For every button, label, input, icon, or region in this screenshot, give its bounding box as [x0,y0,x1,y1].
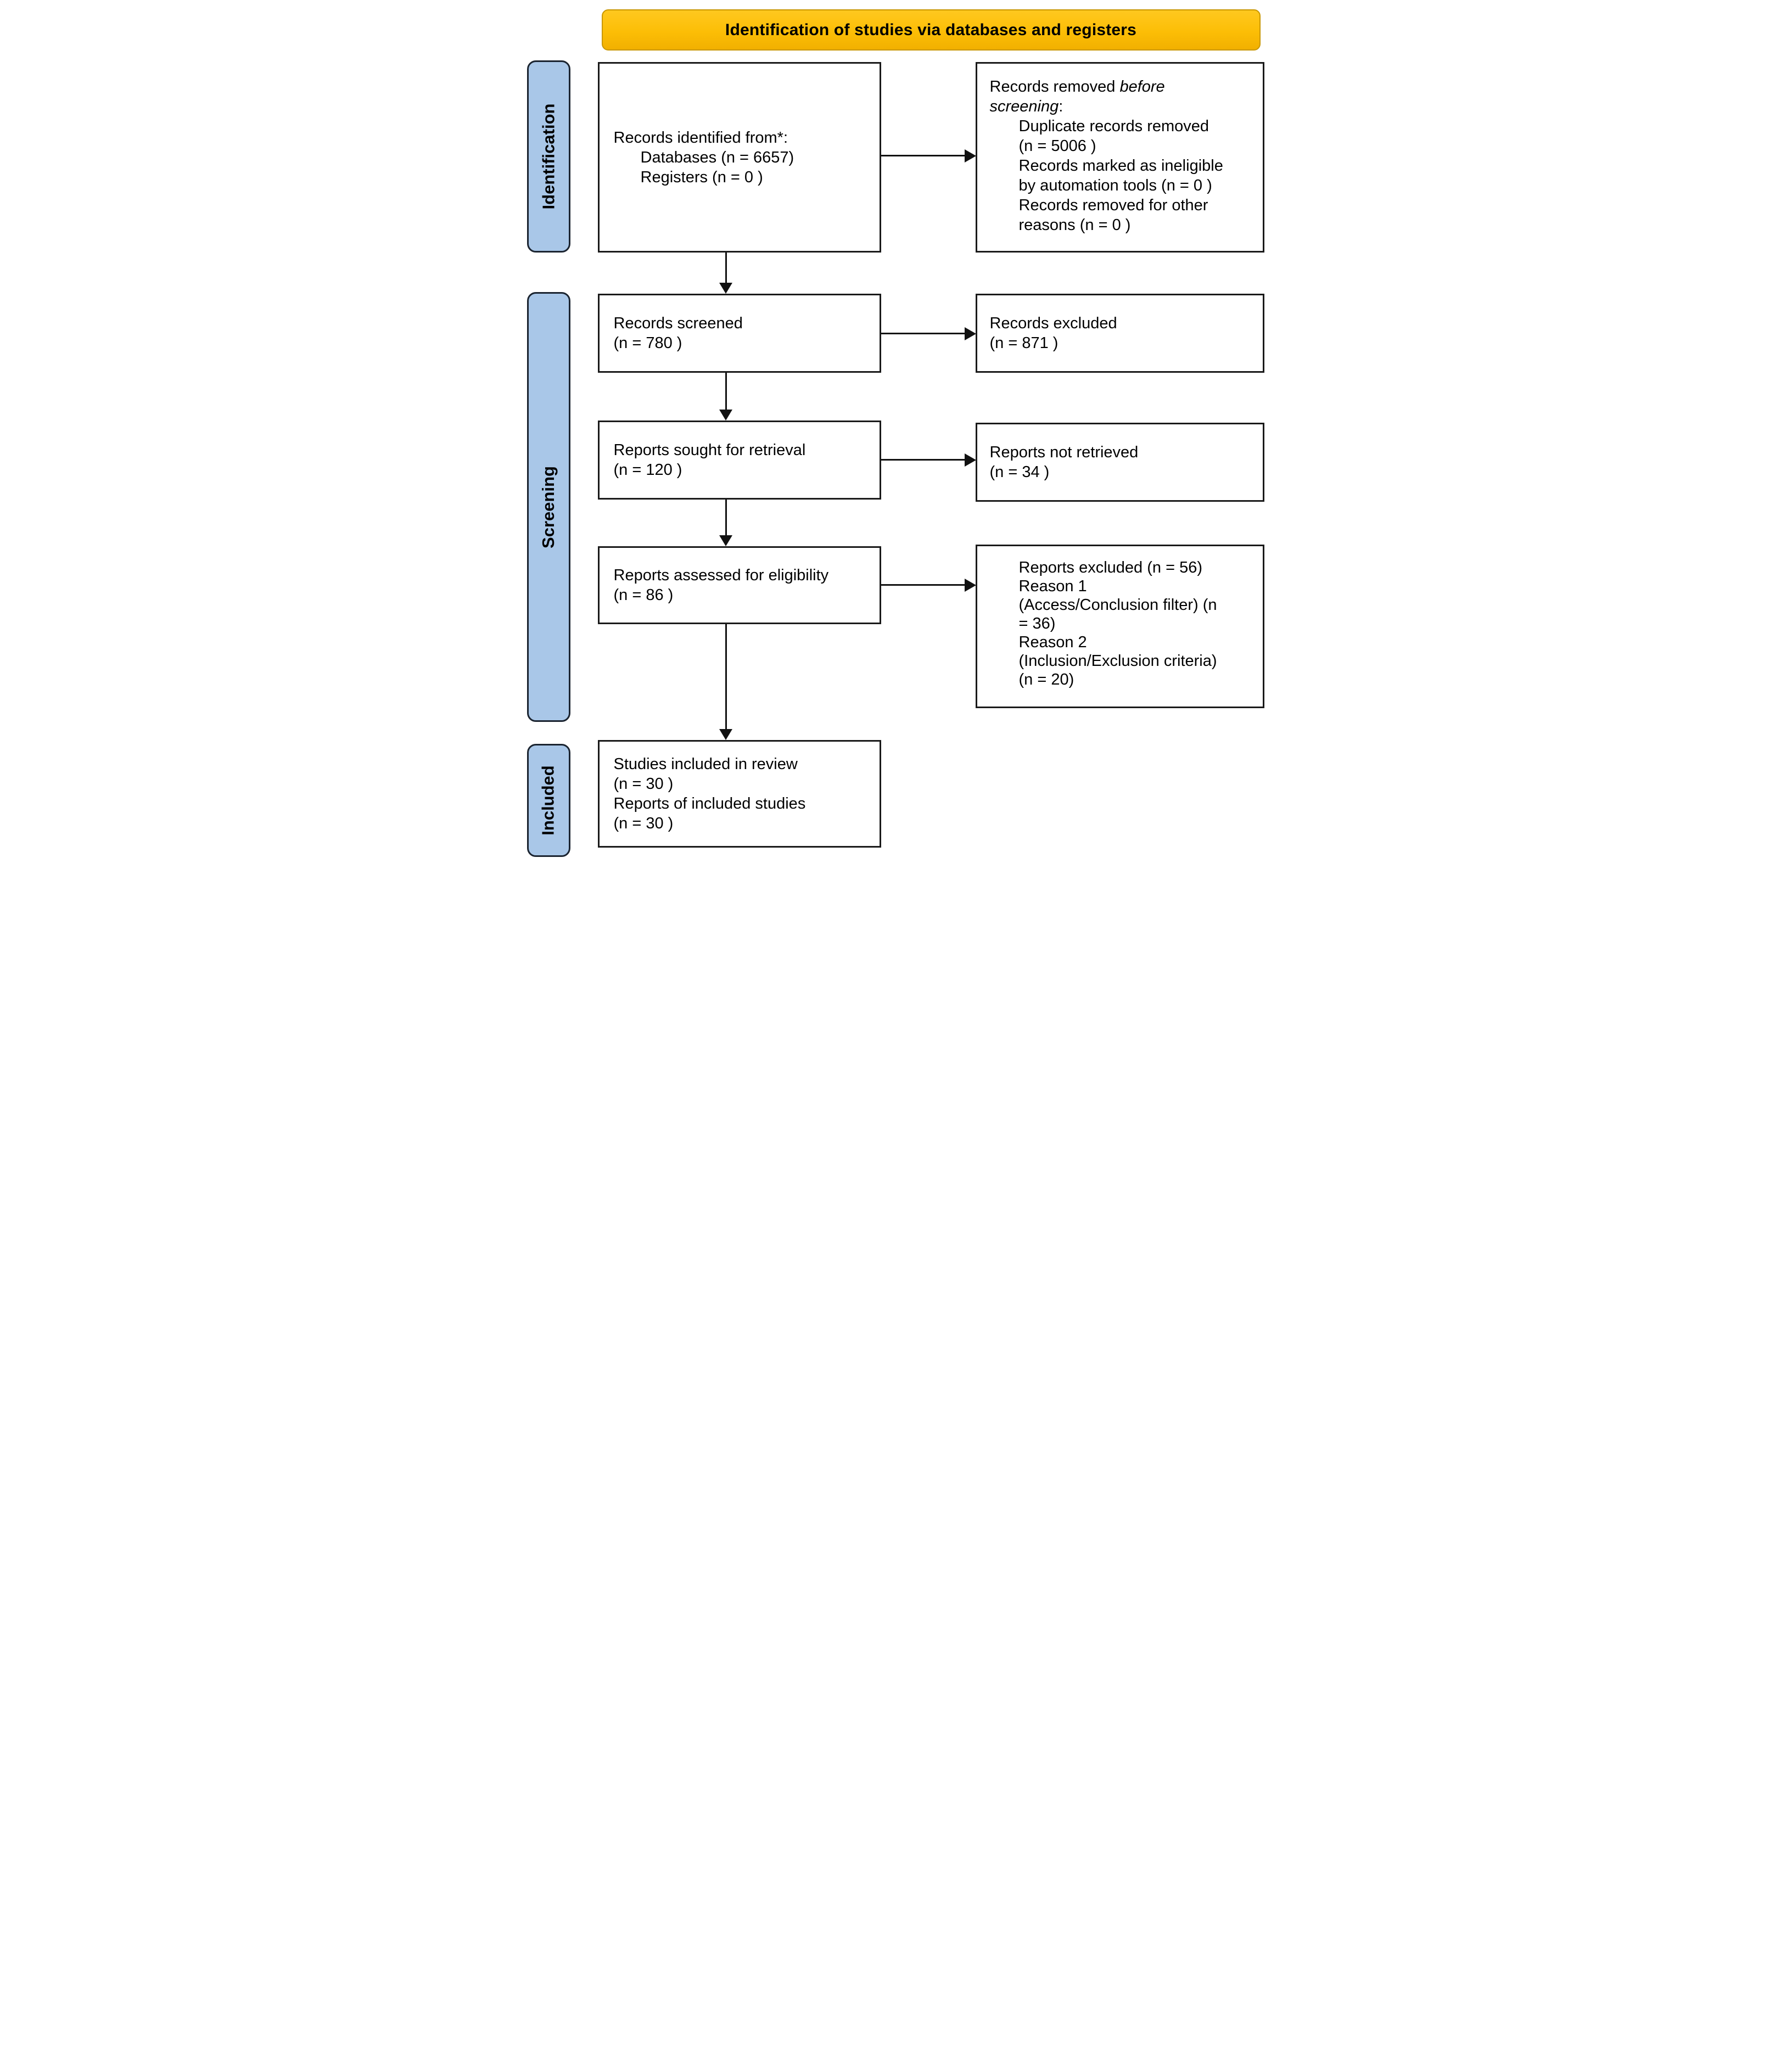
box-line: Records identified from*: [613,128,788,147]
box-line: (n = 5006 ) [1018,137,1096,155]
box-line: screening: [989,98,1063,115]
box-line: Records screened [613,315,743,332]
box-reports-assessed: Reports assessed for eligibility (n = 86… [597,546,881,624]
box-line: Records removed before [989,78,1165,96]
box-records-excluded: Records excluded (n = 871 ) [975,294,1264,373]
banner-title: Identification of studies via databases … [725,20,1137,39]
box-line: Reason 1 [1018,578,1087,595]
box-line: (n = 86 ) [613,586,674,604]
prisma-flow-diagram: Identification of studies via databases … [519,0,1273,860]
arrow-down-sought-to-assessed [725,500,727,535]
box-line: (n = 120 ) [613,461,682,479]
arrow-right-assessed-to-excluded [881,584,965,586]
box-line: Studies included in review [613,755,798,773]
box-reports-excluded: Reports excluded (n = 56) Reason 1 (Acce… [975,545,1264,708]
box-line: reasons (n = 0 ) [1018,216,1131,234]
box-line: (n = 780 ) [613,334,682,352]
arrow-right-identified-to-removed [881,155,965,156]
box-line: (n = 20) [1018,671,1074,688]
box-records-identified: Records identified from*: Databases (n =… [597,62,881,253]
stage-screening-label: Screening [539,466,558,548]
box-line: by automation tools (n = 0 ) [1018,177,1212,194]
box-line: (n = 30 ) [613,775,674,793]
box-line: (Access/Conclusion filter) (n [1018,596,1217,614]
box-reports-sought: Reports sought for retrieval (n = 120 ) [597,421,881,500]
prisma-banner: Identification of studies via databases … [601,9,1261,51]
box-line: Reason 2 [1018,634,1087,651]
box-line: Reports assessed for eligibility [613,567,829,584]
arrow-right-screened-to-excluded [881,333,965,334]
stage-included-label: Included [539,765,558,836]
box-line: Duplicate records removed [1018,117,1209,135]
box-line: (n = 871 ) [989,334,1059,352]
arrow-down-assessed-to-included [725,624,727,729]
box-line: (Inclusion/Exclusion criteria) [1018,652,1217,670]
stage-identification: Identification [527,60,570,253]
box-line: Registers (n = 0 ) [640,168,763,186]
box-line: Reports sought for retrieval [613,441,806,459]
arrow-down-screened-to-sought [725,373,727,410]
box-line: Databases (n = 6657) [640,148,794,166]
box-records-removed: Records removed before screening: Duplic… [975,62,1264,253]
box-line: Records removed for other [1018,197,1208,214]
box-line: = 36) [1018,615,1056,632]
stage-included: Included [527,744,570,857]
box-reports-not-retrieved: Reports not retrieved (n = 34 ) [975,423,1264,502]
box-line: (n = 30 ) [613,815,674,832]
box-line: Records excluded [989,315,1117,332]
box-line: Reports not retrieved [989,444,1139,461]
box-line: (n = 34 ) [989,463,1050,481]
arrow-down-identified-to-screened [725,253,727,283]
box-line: Records marked as ineligible [1018,157,1223,175]
box-line: Reports of included studies [613,795,806,812]
stage-identification-label: Identification [539,103,558,210]
box-studies-included: Studies included in review (n = 30 ) Rep… [597,740,881,848]
box-records-screened: Records screened (n = 780 ) [597,294,881,373]
arrow-right-sought-to-not-retrieved [881,459,965,461]
box-line: Reports excluded (n = 56) [1018,559,1203,576]
stage-screening: Screening [527,292,570,722]
